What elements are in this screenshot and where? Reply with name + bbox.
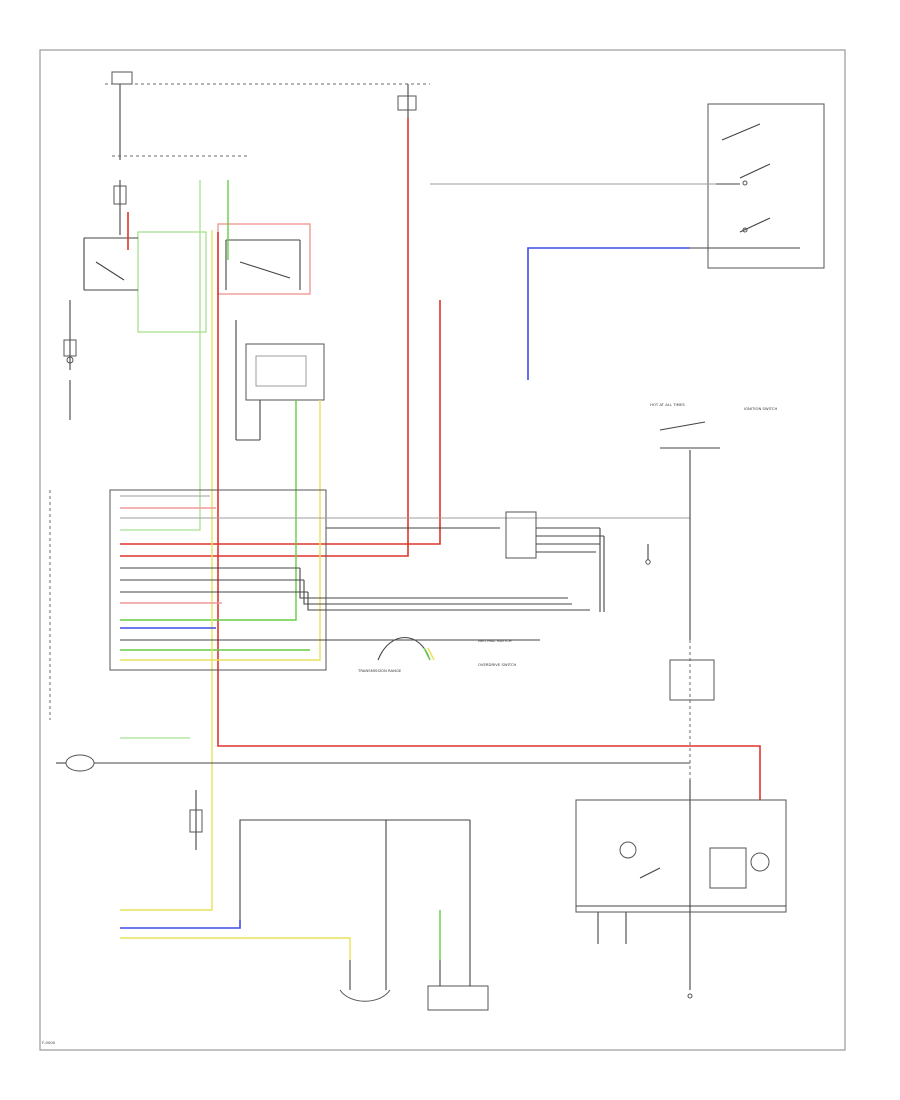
diagram-frame — [39, 49, 846, 1051]
transmission-range-label: TRANSMISSION RANGE — [357, 668, 402, 673]
neutral-switch-label: NEUTRAL SWITCH — [478, 638, 512, 643]
footer-code: F-0000 — [42, 1040, 56, 1045]
wire-yellow-1 — [120, 400, 321, 661]
solenoid-block — [575, 799, 787, 999]
speed-sensor-right — [427, 820, 489, 1011]
wire-red-3 — [217, 232, 761, 800]
wire-red-main — [120, 118, 409, 557]
wire-yellow-2 — [120, 230, 213, 911]
hot-at-all-times-label: HOT AT ALL TIMES — [650, 402, 685, 407]
center-relay-upper — [217, 223, 311, 295]
wire-blue-1 — [527, 247, 690, 380]
ignition-switch-label: IGNITION SWITCH — [744, 406, 778, 411]
throttle-sensor — [56, 754, 690, 772]
wire-red-2 — [120, 300, 441, 545]
center-connector — [505, 511, 651, 612]
center-relay-lower — [235, 320, 325, 441]
speed-sensor — [377, 636, 435, 661]
switch-box-top-right — [430, 103, 825, 269]
main-relay-left — [63, 231, 207, 420]
top-fuse-block — [105, 71, 430, 235]
overdrive-switch-label: OVERDRIVE SWITCH — [478, 662, 516, 667]
wire-green-3 — [120, 180, 201, 531]
speed-sensor-left — [339, 820, 391, 1002]
wire-blue-3 — [120, 920, 241, 929]
wire-green-1 — [120, 400, 297, 621]
ecu-connector — [109, 489, 690, 671]
right-harness — [659, 421, 720, 900]
left-fuse — [189, 790, 203, 850]
wire-yellow-3 — [120, 937, 351, 960]
wire-bottom-bus — [239, 819, 470, 920]
